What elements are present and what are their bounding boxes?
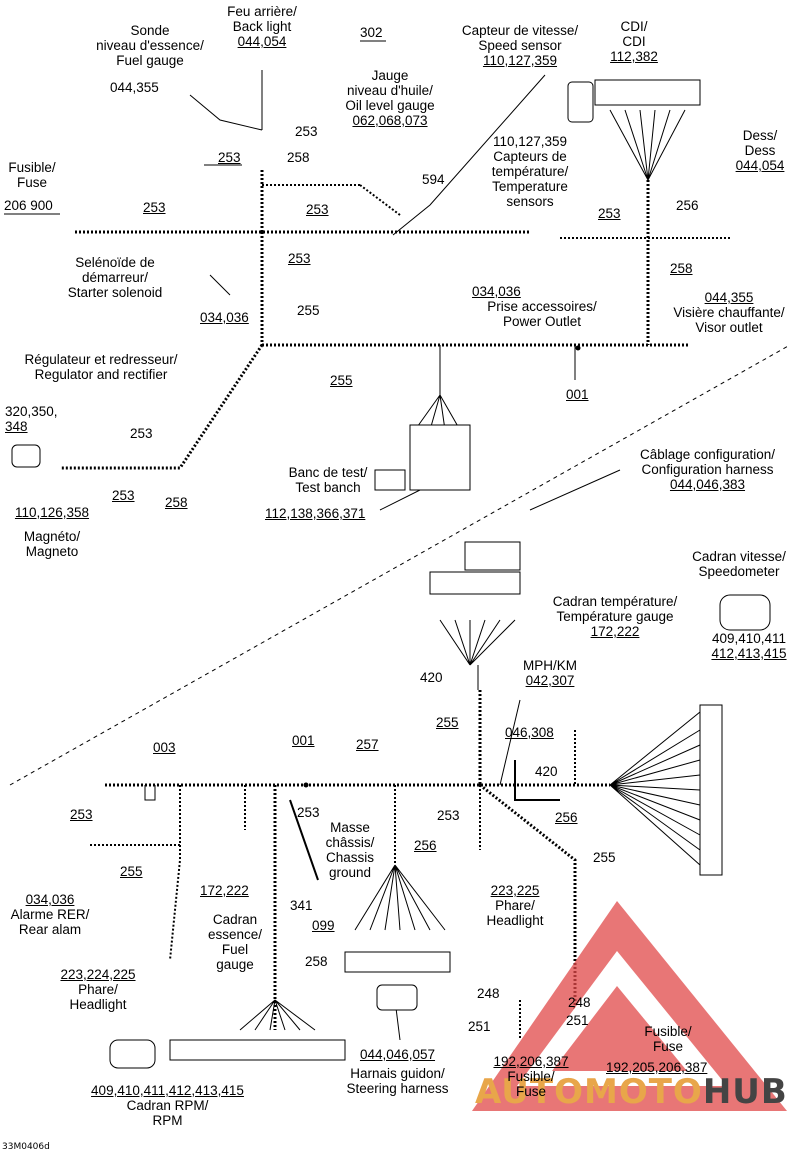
wire-253-d: 253 xyxy=(306,202,329,217)
dess-label: Dess/ Dess 044,054 xyxy=(735,128,785,173)
rear-alarm-label: 034,036 Alarme RER/ Rear alam xyxy=(10,892,90,937)
part-248-a: 248 xyxy=(477,986,500,1001)
fuse-top-label: Fusible/ Fuse xyxy=(8,160,56,190)
wire-253-a: 253 xyxy=(295,124,318,139)
watermark-logo xyxy=(472,901,787,1111)
starter-solenoid-parts: 034,036 xyxy=(200,310,249,325)
wire-256-c: 256 xyxy=(555,810,578,825)
test-bench-parts: 112,138,366,371 xyxy=(265,506,366,521)
regulator-parts: 320,350, 348 xyxy=(5,404,58,434)
wire-258-d: 258 xyxy=(305,954,328,969)
part-257: 257 xyxy=(356,737,379,752)
fuse-b2-parts: 192,205,206,387 xyxy=(606,1060,708,1075)
fuel-gauge-dial-label: Cadran essence/ Fuel gauge xyxy=(207,912,263,972)
fuel-gauge-sensor-label: Sonde niveau d'essence/ Fuel gauge xyxy=(96,23,204,68)
wire-253-i: 253 xyxy=(70,807,93,822)
headlight-right-label: 223,225 Phare/ Headlight xyxy=(486,883,544,928)
wire-255-d: 255 xyxy=(120,864,143,879)
cdi-label: CDI/ CDI 112,382 xyxy=(610,19,658,64)
temp-gauge-label: Cadran température/ Température gauge 17… xyxy=(552,594,678,639)
wire-258-b: 258 xyxy=(670,261,693,276)
part-248-b: 248 xyxy=(568,995,591,1010)
wire-253-j: 253 xyxy=(297,805,320,820)
drawing-code: 33M0406d xyxy=(2,1142,50,1152)
parts-046-308: 046,308 xyxy=(505,725,554,740)
part-001-bottom: 001 xyxy=(292,733,315,748)
wire-258-a: 258 xyxy=(287,150,310,165)
config-harness-label: Câblage configuration/ Configuration har… xyxy=(639,447,776,492)
part-302: 302 xyxy=(360,25,383,40)
visor-outlet-label: 044,355 Visière chauffante/ Visor outlet xyxy=(673,290,785,335)
speedometer-label: Cadran vitesse/ Speedometer xyxy=(692,549,786,579)
fuse-top-parts: 206 900 xyxy=(4,198,53,213)
part-003: 003 xyxy=(153,740,176,755)
test-bench-label: Banc de test/ Test banch xyxy=(288,465,368,495)
part-251-b: 251 xyxy=(566,1013,589,1028)
temp-gauge-b-parts: 172,222 xyxy=(200,883,249,898)
rpm-label: 409,410,411,412,413,415 Cadran RPM/ RPM xyxy=(91,1083,244,1128)
wire-255-a: 255 xyxy=(297,303,320,318)
fuse-b1-label: 192,206,387 Fusible/ Fuse xyxy=(493,1054,569,1099)
wire-253-b: 253 xyxy=(218,150,241,165)
wire-253-h: 253 xyxy=(112,488,135,503)
wire-253-e: 253 xyxy=(288,251,311,266)
fuel-gauge-sensor-parts: 044,355 xyxy=(110,80,159,95)
regulator-label: Régulateur et redresseur/ Regulator and … xyxy=(24,352,178,382)
speedometer-parts: 409,410,411 412,413,415 xyxy=(711,631,787,661)
part-001-top: 001 xyxy=(566,387,589,402)
wire-256-b: 256 xyxy=(414,838,437,853)
wire-256-a: 256 xyxy=(676,198,699,213)
chassis-ground-label: Masse châssis/ Chassis ground xyxy=(325,820,375,880)
steering-harness-label: 044,046,057 Harnais guidon/ Steering har… xyxy=(346,1047,449,1096)
fuse-b2-label: Fusible/ Fuse xyxy=(644,1024,692,1054)
part-251-a: 251 xyxy=(468,1019,491,1034)
starter-solenoid-label: Selénoïde de démarreur/ Starter solenoid xyxy=(67,255,163,300)
wire-253-c: 253 xyxy=(143,200,166,215)
mph-km-label: MPH/KM 042,307 xyxy=(523,658,577,688)
part-099: 099 xyxy=(312,918,335,933)
wire-253-g: 253 xyxy=(130,426,153,441)
watermark-text: AUTOMOTOHUB xyxy=(475,1072,788,1112)
back-light-label: Feu arrière/ Back light 044,054 xyxy=(227,4,297,49)
part-341: 341 xyxy=(290,898,313,913)
wire-594: 594 xyxy=(422,172,445,187)
wire-255-c: 255 xyxy=(436,715,459,730)
wire-258-c: 258 xyxy=(165,495,188,510)
temp-sensors-label: 110,127,359 Capteurs de température/ Tem… xyxy=(491,134,569,209)
speed-sensor-label: Capteur de vitesse/ Speed sensor 110,127… xyxy=(461,23,579,68)
oil-gauge-label: Jauge niveau d'huile/ Oil level gauge 06… xyxy=(345,68,435,128)
part-420-b: 420 xyxy=(535,764,558,779)
wire-253-k: 253 xyxy=(437,808,460,823)
power-outlet-label: 034,036 Prise accessoires/ Power Outlet xyxy=(472,284,597,329)
headlight-left-label: 223,224,225 Phare/ Headlight xyxy=(60,967,136,1012)
wire-255-b: 255 xyxy=(330,373,353,388)
wire-253-f: 253 xyxy=(598,206,621,221)
part-420-a: 420 xyxy=(420,670,443,685)
magneto-label: 110,126,358 Magnéto/ Magneto xyxy=(14,505,90,559)
wire-255-e: 255 xyxy=(593,850,616,865)
